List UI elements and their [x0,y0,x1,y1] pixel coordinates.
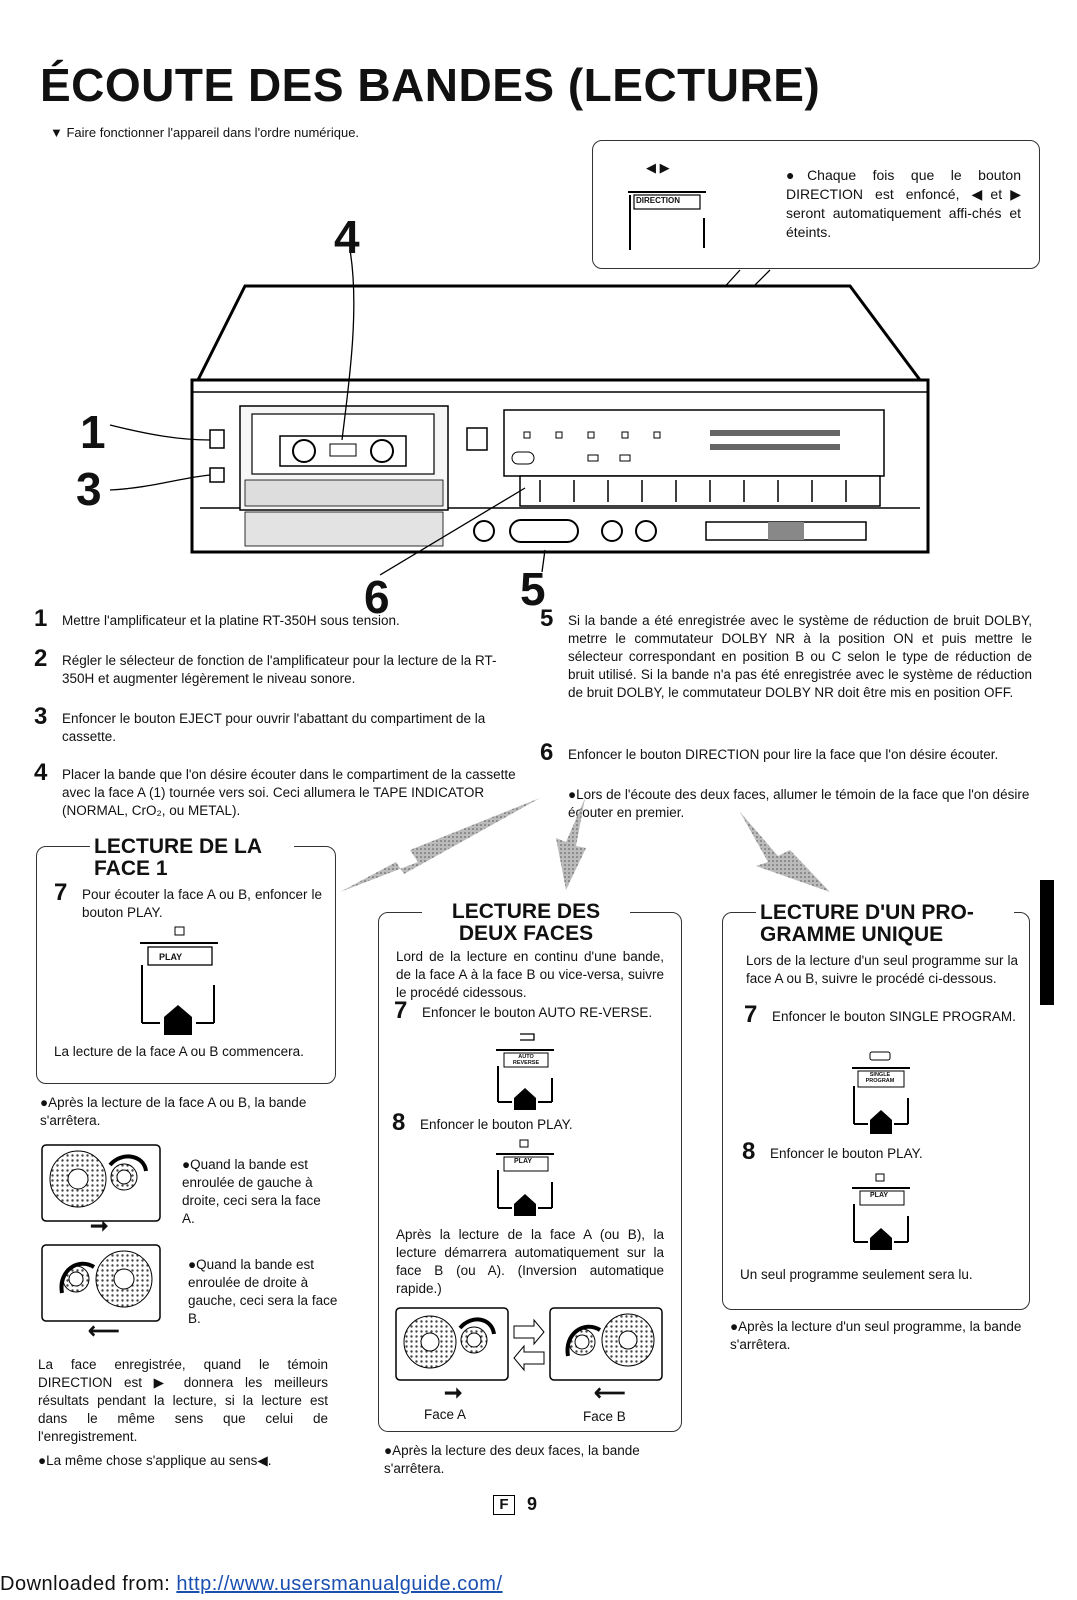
page-number: 9 [527,1494,538,1514]
face1-title: LECTURE DE LA FACE 1 [90,836,294,880]
figure-label-3: 3 [76,463,102,515]
face1-case-a: ●Quand la bande est enroulée de gauche à… [182,1157,321,1226]
face1-note: La face enregistrée, quand le témoin DIR… [38,1357,328,1444]
face1-result: La lecture de la face A ou B commencera. [54,1044,304,1059]
page-letter: F [493,1495,515,1515]
auto-reverse-illustration [490,1030,560,1120]
arrow-left-icon: ⟵ [88,1318,120,1343]
arrow-right-icon: ➞ [90,1213,109,1238]
unique-after: ●Après la lecture d'un seul programme, l… [730,1319,1022,1352]
unique-intro: Lors de la lecture d'un seul programme s… [746,953,1018,986]
deux-play-label: PLAY [514,1158,533,1165]
deux-face-b: Face B [583,1409,626,1424]
unique-play-label: PLAY [870,1192,889,1199]
download-link[interactable]: http://www.usersmanualguide.com/ [176,1573,503,1595]
hatched-arrows [340,780,860,900]
deux-result: Après la lecture de la face A (ou B), la… [396,1227,664,1296]
cassette-deck-illustration [80,210,1040,610]
deux-title: LECTURE DES DEUX FACES [422,901,630,945]
direction-button-label: DIRECTION [636,196,680,205]
unique-result: Un seul programme seulement sera lu. [740,1267,973,1282]
face1-note2: ●La même chose s'applique au sens◀. [38,1453,272,1468]
deux-after: ●Après la lecture des deux faces, la ban… [384,1443,640,1476]
direction-arrows: ◀ ▶ [646,160,670,175]
face1-play-illustration [138,925,222,1045]
face1-after: ●Après la lecture de la face A ou B, la … [40,1095,307,1128]
figure-label-1: 1 [80,406,106,458]
single-program-illustration [846,1048,916,1138]
deux-arrow-left-icon: ⟵ [594,1380,626,1405]
direction-button-illustration [628,190,706,250]
deux-intro: Lord de la lecture en continu d'une band… [396,949,664,1000]
direction-callout [592,140,1040,269]
deux-face-a: Face A [424,1407,467,1422]
section-tab-marker [1040,880,1054,1005]
unique-play-illustration [846,1172,916,1254]
single-program-label: SINGLE PROGRAM [865,1072,895,1084]
cassette-diagrams [40,1143,166,1323]
figure-label-6: 6 [364,571,390,623]
deux-cassettes [394,1304,664,1404]
intro-text: ▼ Faire fonctionner l'appareil dans l'or… [50,125,360,140]
auto-reverse-label: AUTO REVERSE [512,1054,540,1066]
step-6-note: ●Lors de l'écoute des deux faces, allume… [568,787,1030,820]
face1-case-b: ●Quand la bande est enroulée de droite à… [188,1257,338,1326]
callout-text: ●Chaque fois que le bouton DIRECTION est… [786,167,1021,240]
download-footer: Downloaded from: http://www.usersmanualg… [0,1573,503,1595]
deux-play-illustration [490,1138,560,1218]
unique-title: LECTURE D'UN PRO-GRAMME UNIQUE [756,902,1014,946]
figure-label-5: 5 [520,563,546,615]
deux-arrow-right-icon: ➞ [444,1380,463,1405]
face1-play-label: PLAY [159,952,183,962]
page-title: ÉCOUTE DES BANDES (LECTURE) [40,59,821,111]
figure-label-4: 4 [334,211,360,263]
